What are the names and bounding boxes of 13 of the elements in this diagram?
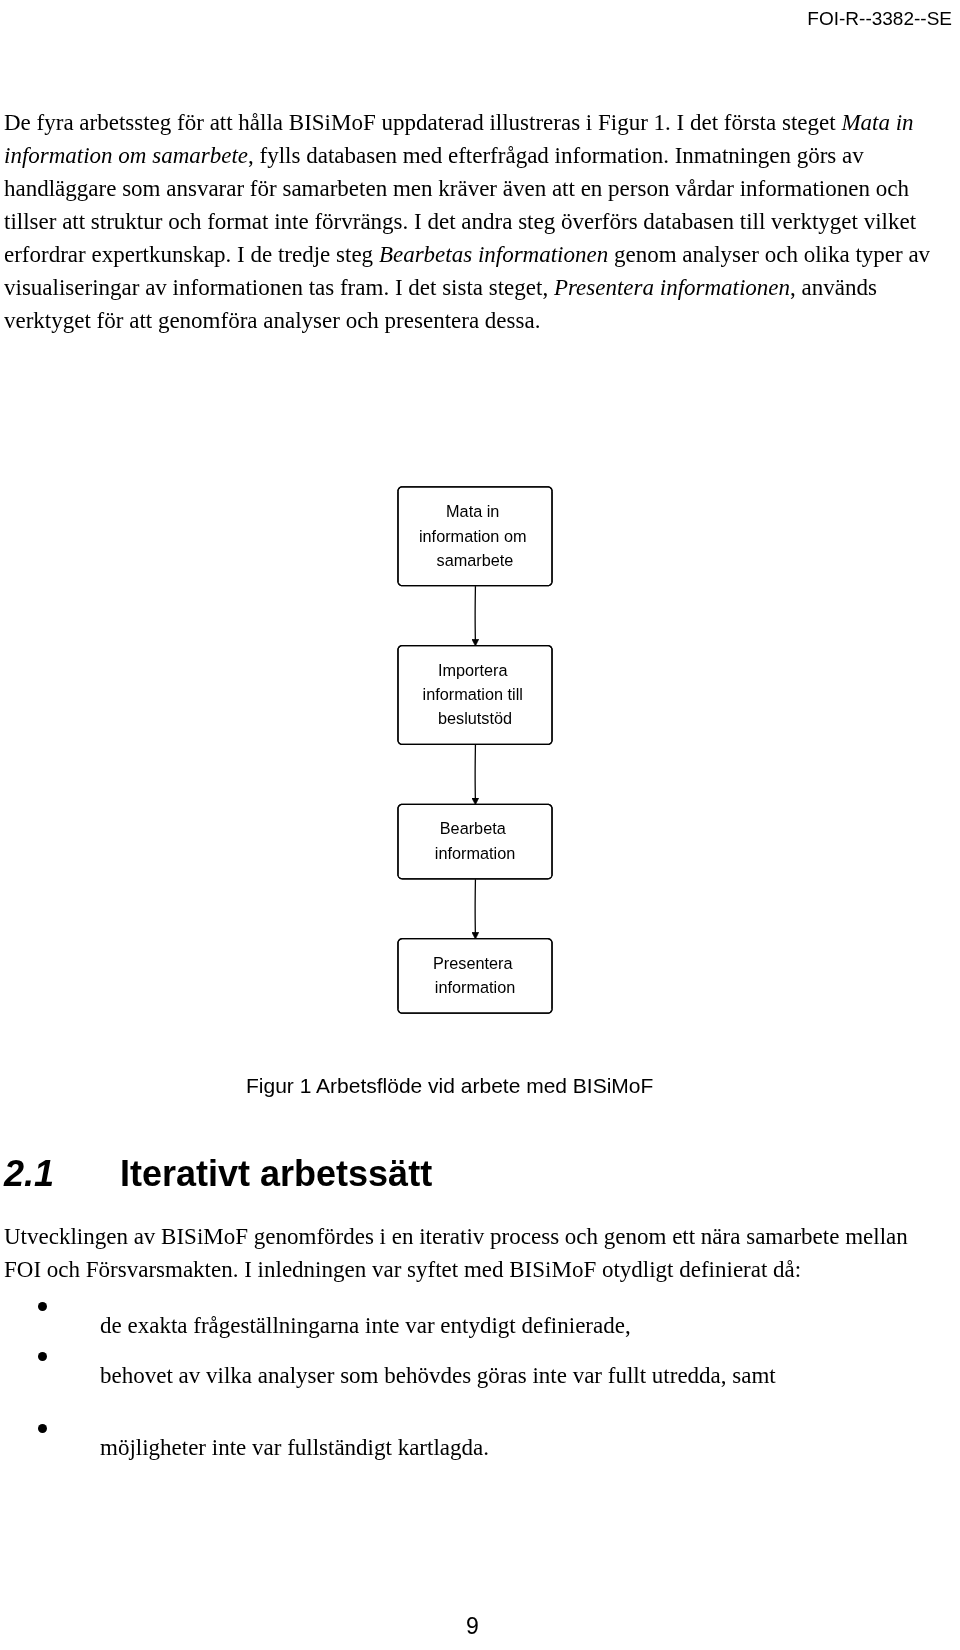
- arrow: [471, 878, 480, 940]
- figure-caption: Figur 1 Arbetsflöde vid arbete med BISiMoF: [246, 1074, 654, 1098]
- paragraph: Utvecklingen av BISiMoF genomfördes i en iterativ process och genom ett nära samarbete mellan FOI och Försvarsmakten. I inledningen var syftet med BISiMoF otydligt definierat då:: [4, 1223, 909, 1284]
- paragraph: De fyra arbetssteg för att hålla BISiMoF uppdaterad illustreras i Figur 1. I det första steget Mata in information om samarbete, fylls databasen med efterfrågad information. Inmatningen görs av handläggare som ansvarar för samarbeten men kräver även att en person vårdar informationen och tillser att struktur och format inte förvrängs. I det andra steg överförs databasen till verktyget vilket erfordrar expertkunskap. I de tredje steg Bearbetas informationen genom analyser och olika typer av visualiseringar av informationen tas fram. I det sista steget, Presentera informationen, används verktyget för att genomföra analyser och presentera dessa.: [4, 109, 932, 335]
- list-item: behovet av vilka analyser som behövdes göras inte var fullt utredda, samt: [100, 1362, 777, 1390]
- arrow: [471, 744, 480, 806]
- list-item: möjligheter inte var fullständigt kartlagda.: [100, 1434, 490, 1462]
- arrow: [471, 585, 480, 647]
- report-number: FOI-R--3382--SE: [807, 7, 952, 31]
- list-item: de exakta frågeställningarna inte var entydigt definierade,: [100, 1312, 632, 1340]
- section-number: 2.1: [4, 1152, 55, 1196]
- section-heading: Iterativt arbetssätt: [120, 1152, 433, 1196]
- page-number: 9: [466, 1612, 479, 1641]
